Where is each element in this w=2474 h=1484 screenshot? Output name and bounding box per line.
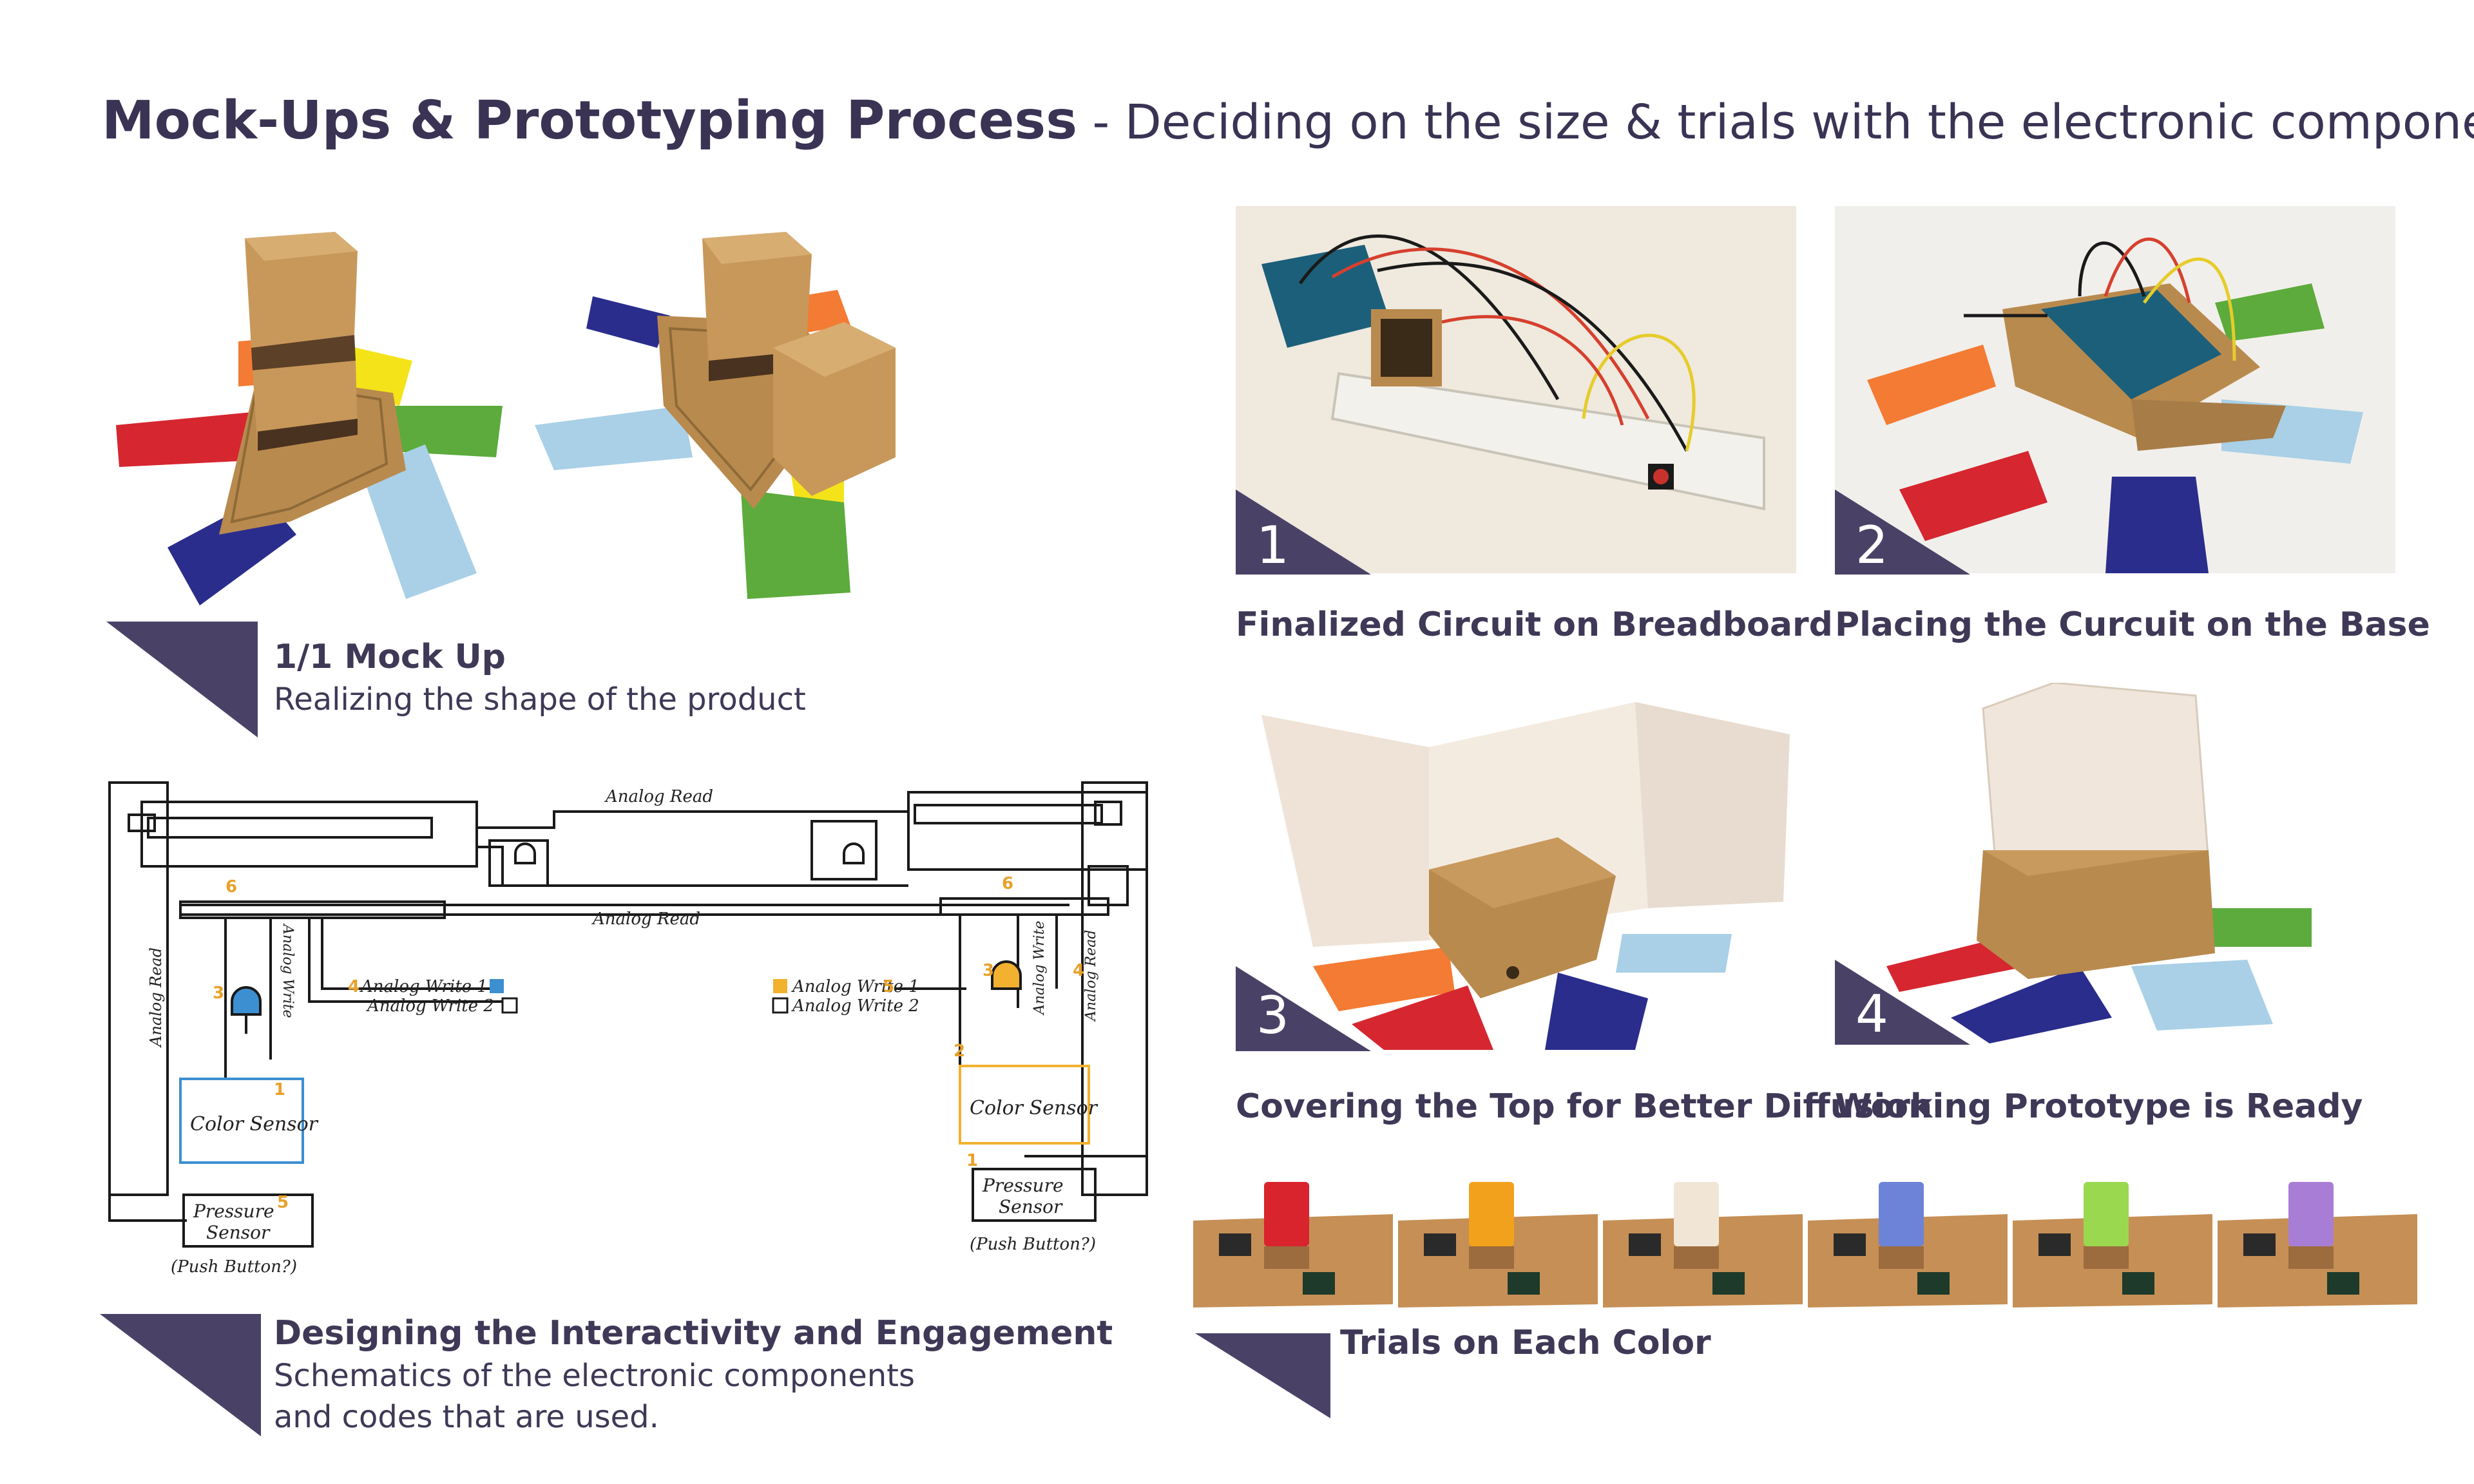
num-1-left: 1: [274, 1080, 285, 1099]
trial-lamp: [2288, 1182, 2334, 1246]
label-push-button-left: (Push Button?): [171, 1257, 297, 1277]
num-4-right: 4: [1073, 961, 1084, 980]
color-sensor-right-box: [959, 1065, 1090, 1145]
trial-lamp: [2084, 1182, 2129, 1246]
step-3-caption: Covering the Top for Better Diffusion: [1236, 1087, 1933, 1126]
trial-tile: [1398, 1182, 1598, 1308]
trial-lamp: [1264, 1182, 1309, 1246]
mockup-photos: [116, 232, 896, 605]
label-analog-write-1-right: Analog Write 1: [791, 977, 919, 996]
step-4-number: 4: [1856, 984, 1888, 1044]
num-5-right: 5: [883, 977, 894, 996]
step-2-caption: Placing the Curcuit on the Base: [1835, 605, 2430, 644]
num-5-left: 5: [277, 1193, 289, 1212]
trial-tile: [2218, 1182, 2417, 1308]
num-3-left: 3: [213, 984, 224, 1003]
paper-strip-lightblue: [361, 444, 477, 599]
step-4-badge: [1835, 960, 1970, 1045]
mockup-title: 1/1 Mock Up: [274, 638, 506, 676]
trial-tile: [1603, 1182, 1803, 1308]
label-pressure-right-2: Sensor: [999, 1196, 1063, 1217]
num-6-left: 6: [225, 877, 237, 897]
label-analog-write-2-left: Analog Write 2: [366, 996, 494, 1016]
arduino-board: [1261, 245, 1390, 348]
trial-lamp: [1879, 1182, 1924, 1246]
schematic-caption-triangle: [100, 1314, 261, 1436]
diffuser-cover: [1982, 683, 2210, 871]
color-sensor-left-box: [179, 1078, 304, 1164]
paper-strip-red: [116, 412, 251, 467]
step-4-caption: Working Prototype is Ready: [1835, 1087, 2363, 1126]
step-3-number: 3: [1256, 985, 1289, 1045]
trial-lamp: [1469, 1182, 1514, 1246]
mockup-subtitle: Realizing the shape of the product: [274, 681, 806, 718]
pressure-sensor-right-box: [972, 1168, 1097, 1222]
step-1-caption: Finalized Circuit on Breadboard: [1236, 605, 1833, 644]
trial-tile: [1193, 1182, 1393, 1308]
num-4-left: 4: [348, 977, 360, 996]
schematic-subtitle-line2: and codes that are used.: [274, 1399, 659, 1435]
label-analog-read-right-vertical: Analog Read: [1083, 930, 1099, 1022]
trials-strip: [1193, 1182, 2417, 1308]
label-analog-write-right-vertical: Analog Write: [1031, 920, 1048, 1016]
mockup-caption-triangle: [106, 622, 258, 737]
label-analog-write-left-vertical: Analog Write: [280, 923, 296, 1018]
step-2-badge: [1835, 490, 1970, 575]
trials-caption: Trials on Each Color: [1340, 1324, 1711, 1362]
paper-strip-green: [380, 406, 503, 457]
step-3-photo: [1236, 689, 1796, 1050]
label-analog-write-2-right: Analog Write 2: [791, 996, 919, 1016]
step-1-photo: [1236, 206, 1796, 573]
label-analog-read-mid: Analog Read: [591, 909, 700, 929]
schematic-subtitle-line1: Schematics of the electronic components: [274, 1358, 915, 1394]
label-pressure-left-2: Sensor: [206, 1222, 271, 1243]
label-analog-read-left: Analog Read: [147, 947, 165, 1048]
num-6-right: 6: [1002, 874, 1013, 893]
step-2-photo: [1835, 206, 2395, 573]
prototype-base: [1977, 850, 2215, 979]
step-1-badge: [1236, 490, 1371, 575]
num-2-right: 2: [954, 1042, 965, 1061]
label-analog-read-top: Analog Read: [604, 787, 713, 806]
step-3-badge: [1236, 966, 1371, 1051]
step-4-photo: [1835, 683, 2395, 1043]
label-push-button-right: (Push Button?): [970, 1235, 1096, 1254]
trial-tile: [1808, 1182, 2008, 1308]
trial-tile: [2013, 1182, 2212, 1308]
schematic-sketch: Analog Read Analog Read Analog Read Anal…: [108, 781, 1148, 1277]
num-3-right: 3: [983, 961, 994, 980]
trials-caption-triangle: [1195, 1333, 1330, 1418]
label-color-sensor-right: Color Sensor: [970, 1097, 1098, 1119]
trial-lamp: [1674, 1182, 1719, 1246]
page-title-subtitle: - Deciding on the size & trials with the…: [1077, 95, 2474, 150]
num-1-right: 1: [966, 1151, 978, 1170]
step-1-number: 1: [1256, 515, 1289, 575]
label-pressure-left-1: Pressure: [193, 1201, 274, 1222]
page-title: Mock-Ups & Prototyping Process - Decidin…: [102, 90, 2474, 151]
step-2-number: 2: [1856, 515, 1888, 575]
label-pressure-right-1: Pressure: [982, 1175, 1064, 1196]
page-title-main: Mock-Ups & Prototyping Process: [102, 90, 1077, 151]
label-analog-write-1-left: Analog Write 1: [360, 977, 488, 996]
mockup-cube-side: [773, 322, 896, 496]
label-color-sensor-left: Color Sensor: [190, 1113, 319, 1136]
schematic-title: Designing the Interactivity and Engageme…: [274, 1314, 1113, 1353]
mockup-cube-top: [245, 232, 358, 348]
pressure-sensor-left-box: [182, 1194, 314, 1248]
